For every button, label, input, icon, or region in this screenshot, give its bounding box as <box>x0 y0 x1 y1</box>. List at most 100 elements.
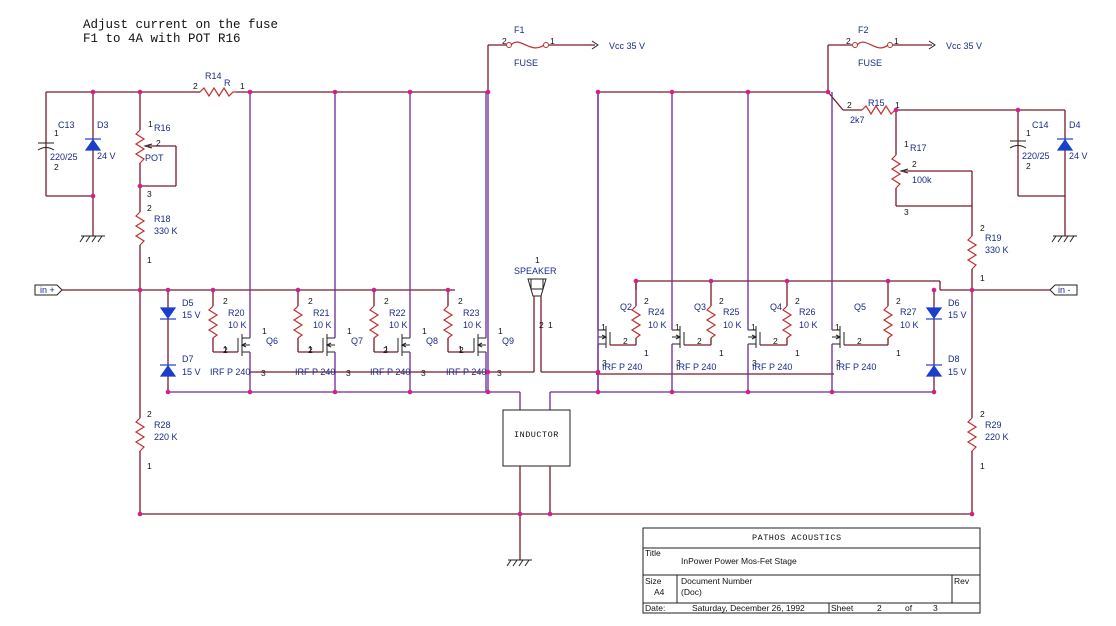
r15-pin2: 2 <box>847 100 852 110</box>
c14-value: 220/25 <box>1022 151 1050 161</box>
r24-value: 10 K <box>648 320 667 330</box>
r23-pin2: 2 <box>458 296 463 306</box>
title-label: Title <box>645 548 661 558</box>
inductor-label: INDUCTOR <box>514 430 559 440</box>
junction-dot <box>295 287 301 293</box>
q7-pin1: 1 <box>347 326 352 336</box>
f1-ref: F1 <box>514 25 525 35</box>
fuse-f1: 2 1 F1 FUSE Vcc 35 V <box>502 25 645 68</box>
r29-pin1: 1 <box>980 461 985 471</box>
q4-part: IRF P 240 <box>752 362 792 372</box>
date-label: Date: <box>645 603 665 613</box>
r17-ref: R17 <box>910 143 927 153</box>
junction-dot <box>595 369 601 375</box>
speaker: 1 SPEAKER 2 1 <box>496 255 596 373</box>
r28-pin1: 1 <box>147 461 152 471</box>
f2-supply: Vcc 35 V <box>946 41 982 51</box>
junction-dot <box>931 287 937 293</box>
r25-value: 10 K <box>723 320 742 330</box>
junction-dot <box>547 511 553 517</box>
top-rail-left <box>46 44 595 93</box>
d6-ref: D6 <box>948 298 960 308</box>
d4-value: 24 V <box>1069 151 1088 161</box>
junction-dot <box>332 89 338 95</box>
q3-pin1: 1 <box>675 322 680 332</box>
zener-d5-d7: D5 15 V D7 15 V <box>159 290 201 392</box>
f1-pin-left: 2 <box>502 36 507 46</box>
r15-value: 2k7 <box>850 115 865 125</box>
input-left-label: in + <box>40 285 55 295</box>
speaker-pin2: 2 <box>539 320 544 330</box>
r16-ref: R16 <box>154 123 171 133</box>
size-value: A4 <box>654 587 665 597</box>
junction-dot <box>485 369 491 375</box>
d5-value: 15 V <box>182 310 201 320</box>
zener-d6-d8: D6 15 V D8 15 V <box>925 290 967 392</box>
junction-dot <box>745 89 751 95</box>
d8-value: 15 V <box>948 367 967 377</box>
r20-ref: R20 <box>228 308 245 318</box>
r17-pin1: 1 <box>904 139 909 149</box>
q9-part: IRF P 240 <box>446 367 486 377</box>
junction-dot <box>893 107 899 113</box>
junction-dot <box>90 89 96 95</box>
r23-pin1: 1 <box>458 344 463 354</box>
d3-ref: D3 <box>97 120 109 130</box>
junction-dot <box>371 287 377 293</box>
junction-dot <box>784 278 790 284</box>
r23-ref: R23 <box>463 308 480 318</box>
input-port-right[interactable]: in - <box>1049 284 1078 296</box>
r16-pin3: 3 <box>147 189 152 199</box>
junction-dot <box>969 287 975 293</box>
r26-value: 10 K <box>799 320 818 330</box>
input-port-left[interactable]: in + <box>34 284 63 296</box>
q3-ref: Q3 <box>694 302 706 312</box>
r29-pin2: 2 <box>980 409 985 419</box>
r24-pin2: 2 <box>644 296 649 306</box>
size-label: Size <box>645 576 662 586</box>
junction-dot <box>137 287 143 293</box>
q6-ref: Q6 <box>266 336 278 346</box>
adjust-note-line1: Adjust current on the fuse <box>83 18 278 32</box>
q8-pin2: 2 <box>383 345 388 355</box>
r26-pin2: 2 <box>795 296 800 306</box>
junction-dot <box>708 278 714 284</box>
input-right-label: in - <box>1058 285 1071 295</box>
junction-dot <box>595 89 601 95</box>
speaker-pin1b: 1 <box>548 320 553 330</box>
q3-pin3: 3 <box>676 358 681 368</box>
r17-pin2: 2 <box>912 159 917 169</box>
r14-value: R <box>224 78 231 88</box>
junction-dot <box>745 389 751 395</box>
q3-part: IRF P 240 <box>676 362 716 372</box>
fuse-f2: 2 1 F2 FUSE Vcc 35 V <box>846 25 982 68</box>
c13-pin1: 1 <box>54 128 59 138</box>
d6-value: 15 V <box>948 310 967 320</box>
q5-pin3: 3 <box>836 358 841 368</box>
r27-ref: R27 <box>900 307 917 317</box>
junction-dot <box>825 89 831 95</box>
d7-ref: D7 <box>182 354 194 364</box>
q5-pin2: 2 <box>857 336 862 346</box>
r22-pin1: 1 <box>384 344 389 354</box>
r21-value: 10 K <box>313 320 332 330</box>
company-name: PATHOS ACOUSTICS <box>752 533 842 543</box>
q6-pin1: 1 <box>262 326 267 336</box>
junction-dot <box>969 511 975 517</box>
d3-value: 24 V <box>97 151 116 161</box>
q2-pin1: 1 <box>601 322 606 332</box>
junction-dot <box>485 89 491 95</box>
r22-value: 10 K <box>389 320 408 330</box>
d8-ref: D8 <box>948 354 960 364</box>
sheet-label: Sheet <box>831 603 854 613</box>
q6-part: IRF P 240 <box>210 367 250 377</box>
r17-pin3: 3 <box>904 207 909 217</box>
speaker-label: SPEAKER <box>514 266 557 276</box>
